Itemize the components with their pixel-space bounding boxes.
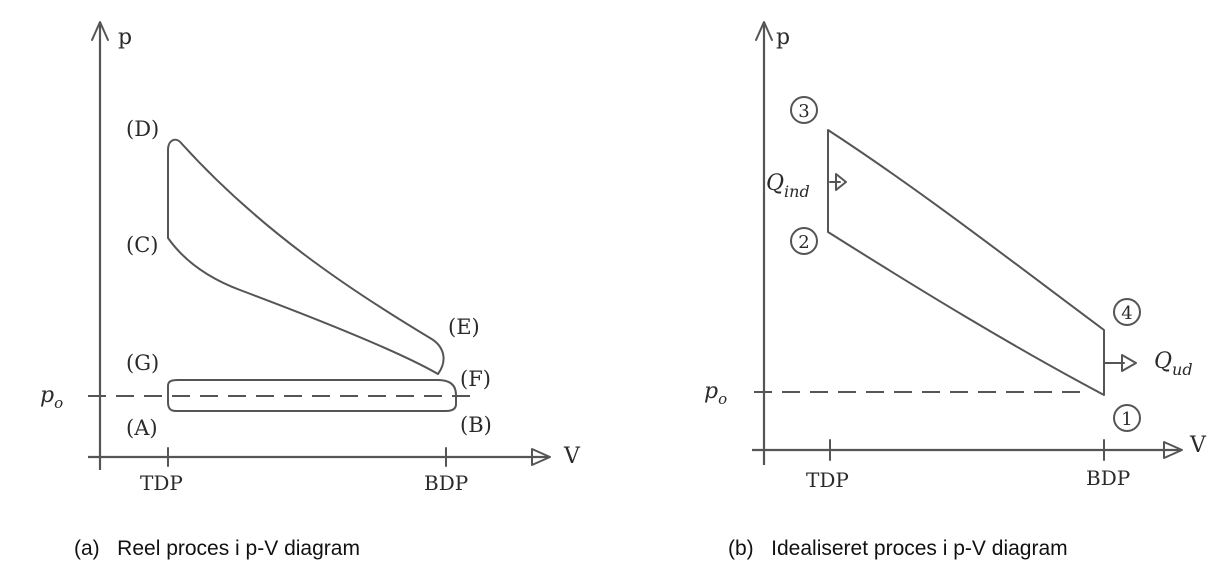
- panel-b-po-label: po: [704, 379, 727, 408]
- panel-b-v-label: V: [1189, 433, 1207, 458]
- panel-b-p-label: p: [776, 25, 790, 50]
- panel-a-point-g: (G): [126, 351, 159, 375]
- panel-a-point-f: (F): [460, 367, 491, 391]
- panel-b-q-in-label: Qind: [766, 171, 810, 201]
- panel-a-p-arrowhead-icon: [91, 21, 109, 41]
- svg-text:1: 1: [1121, 409, 1132, 430]
- panel-a-po-label: po: [40, 383, 63, 412]
- panel-a-point-c: (C): [126, 233, 158, 257]
- panel-b-q-in-arrow-icon: [829, 173, 847, 191]
- panel-b-ideal-process: p V TDP BDP po Qind Qud 3 2 4: [704, 21, 1207, 492]
- panel-a-tdp-label: TDP: [140, 471, 183, 495]
- panel-a-point-d: (D): [126, 117, 159, 141]
- panel-a-power-loop: [167, 138, 445, 375]
- svg-text:4: 4: [1121, 303, 1132, 324]
- panel-b-v-arrowhead-icon: [1163, 441, 1183, 459]
- panel-b-state-1: 1: [1113, 404, 1141, 432]
- svg-text:3: 3: [798, 101, 809, 122]
- panel-a-pumping-loop: [167, 379, 457, 412]
- panel-b-state-3: 3: [790, 96, 818, 124]
- panel-a-bdp-label: BDP: [424, 471, 468, 495]
- panel-b-q-out-label: Qud: [1154, 349, 1193, 379]
- svg-text:2: 2: [798, 232, 809, 253]
- panel-a-point-a: (A): [126, 416, 158, 440]
- panel-b-state-2: 2: [790, 227, 818, 255]
- panel-b-cycle: [827, 129, 1105, 396]
- panel-b-caption: (b) Idealiseret proces i p-V diagram: [728, 537, 1068, 560]
- panel-a-point-e: (E): [448, 315, 480, 339]
- panel-b-tdp-label: TDP: [806, 468, 849, 492]
- panel-a-point-b: (B): [460, 413, 492, 437]
- panel-b-p-arrowhead-icon: [755, 21, 773, 41]
- panel-b-q-out-arrow-icon: [1103, 354, 1137, 372]
- panel-b-bdp-label: BDP: [1086, 466, 1130, 490]
- panel-a-p-label: p: [118, 25, 132, 50]
- panel-a-caption: (a) Reel proces i p-V diagram: [74, 537, 360, 560]
- panel-b-state-4: 4: [1113, 298, 1141, 326]
- panel-a-v-arrowhead-icon: [531, 448, 551, 466]
- panel-a-v-label: V: [563, 444, 581, 469]
- panel-a-real-process: p V TDP BDP po (D) (C) (E) (G) (F) (A) (…: [40, 21, 581, 495]
